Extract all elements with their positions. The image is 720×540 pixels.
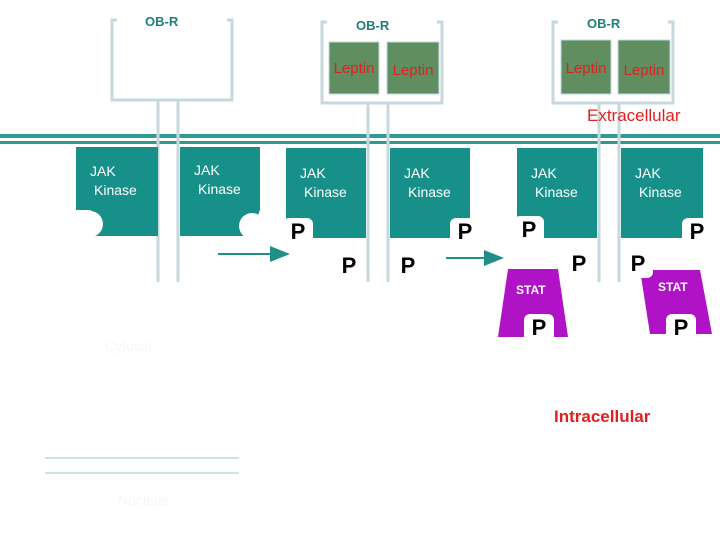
- receptor-label: OB-R: [145, 14, 179, 29]
- jak-kinase-label: JAK Kinase: [90, 162, 137, 200]
- phosphate-badge: P: [524, 314, 554, 342]
- receptor-label: OB-R: [356, 18, 390, 33]
- nucleus-label: Nucleus: [118, 492, 169, 508]
- jak-label-line2: Kinase: [304, 184, 347, 200]
- stat-label: STAT: [516, 283, 546, 297]
- phosphate-badge: P: [514, 216, 544, 244]
- leptin-block: [617, 39, 671, 95]
- intracellular-label: Intracellular: [554, 407, 651, 426]
- leptin-label: Leptin: [565, 60, 607, 77]
- jak-label-line2: Kinase: [408, 184, 451, 200]
- jak-kinase-label: JAK Kinase: [635, 164, 682, 202]
- leptin-block: [386, 41, 440, 95]
- jak-label-line2: Kinase: [639, 184, 682, 200]
- jak-kinase-label: JAK Kinase: [404, 164, 451, 202]
- receptor-1-outline: [110, 18, 234, 102]
- extracellular-label: Extracellular: [587, 106, 681, 125]
- jak-label-line1: JAK: [90, 163, 116, 179]
- jak-label-line1: JAK: [531, 165, 557, 181]
- jak-label-line1: JAK: [635, 165, 661, 181]
- phosphate-badge: P: [564, 250, 594, 278]
- leptin-label: Leptin: [333, 60, 375, 77]
- jak-label-line2: Kinase: [94, 182, 137, 198]
- phosphate-badge: P: [682, 218, 712, 246]
- cell-membrane-lower: [0, 141, 720, 144]
- phosphate-badge: P: [393, 252, 423, 280]
- cell-membrane-upper: [0, 134, 720, 138]
- cytosol-label: Cytosol: [105, 338, 152, 354]
- jak-label-line2: Kinase: [535, 184, 578, 200]
- kinase-notch: [77, 211, 103, 237]
- jak-kinase-label: JAK Kinase: [194, 161, 241, 199]
- leptin-block: [328, 41, 380, 95]
- jak-label-line2: Kinase: [198, 181, 241, 197]
- leptin-label: Leptin: [623, 62, 665, 79]
- jak-kinase-block: [180, 147, 260, 236]
- jak-kinase-label: JAK Kinase: [531, 164, 578, 202]
- phosphate-badge: P: [623, 250, 653, 278]
- nucleus-membrane: [45, 472, 239, 474]
- stat-label: STAT: [658, 280, 688, 294]
- jak-label-line1: JAK: [404, 165, 430, 181]
- phosphate-badge: P: [666, 314, 696, 342]
- phosphate-badge: P: [283, 218, 313, 246]
- jak-label-line1: JAK: [300, 165, 326, 181]
- phosphate-badge: P: [334, 252, 364, 280]
- jak-kinase-label: JAK Kinase: [300, 164, 347, 202]
- receptor-label: OB-R: [587, 16, 621, 31]
- leptin-block: [560, 39, 612, 95]
- receptor-3-outline: [551, 20, 675, 105]
- phosphate-badge: P: [450, 218, 480, 246]
- nucleus-membrane: [45, 457, 239, 459]
- kinase-notch: [239, 213, 265, 239]
- receptor-2-outline: [320, 20, 444, 105]
- leptin-label: Leptin: [392, 62, 434, 79]
- jak-label-line1: JAK: [194, 162, 220, 178]
